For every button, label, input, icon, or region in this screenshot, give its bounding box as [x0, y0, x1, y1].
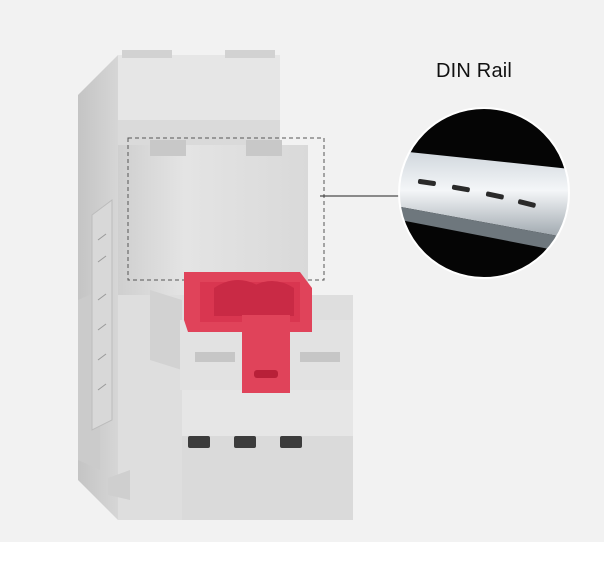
- device-illustration: [78, 50, 570, 520]
- din-rail-release-clip: [184, 272, 312, 393]
- bottom-strip: [0, 542, 604, 561]
- product-photo: DIN Rail: [0, 0, 604, 542]
- terminal-hole: [188, 436, 210, 448]
- din-rail-timer-device: [78, 50, 353, 520]
- callout-label: DIN Rail: [436, 60, 513, 82]
- din-rail-closeup: [398, 107, 570, 279]
- terminal-hole: [280, 436, 302, 448]
- terminal-hole: [234, 436, 256, 448]
